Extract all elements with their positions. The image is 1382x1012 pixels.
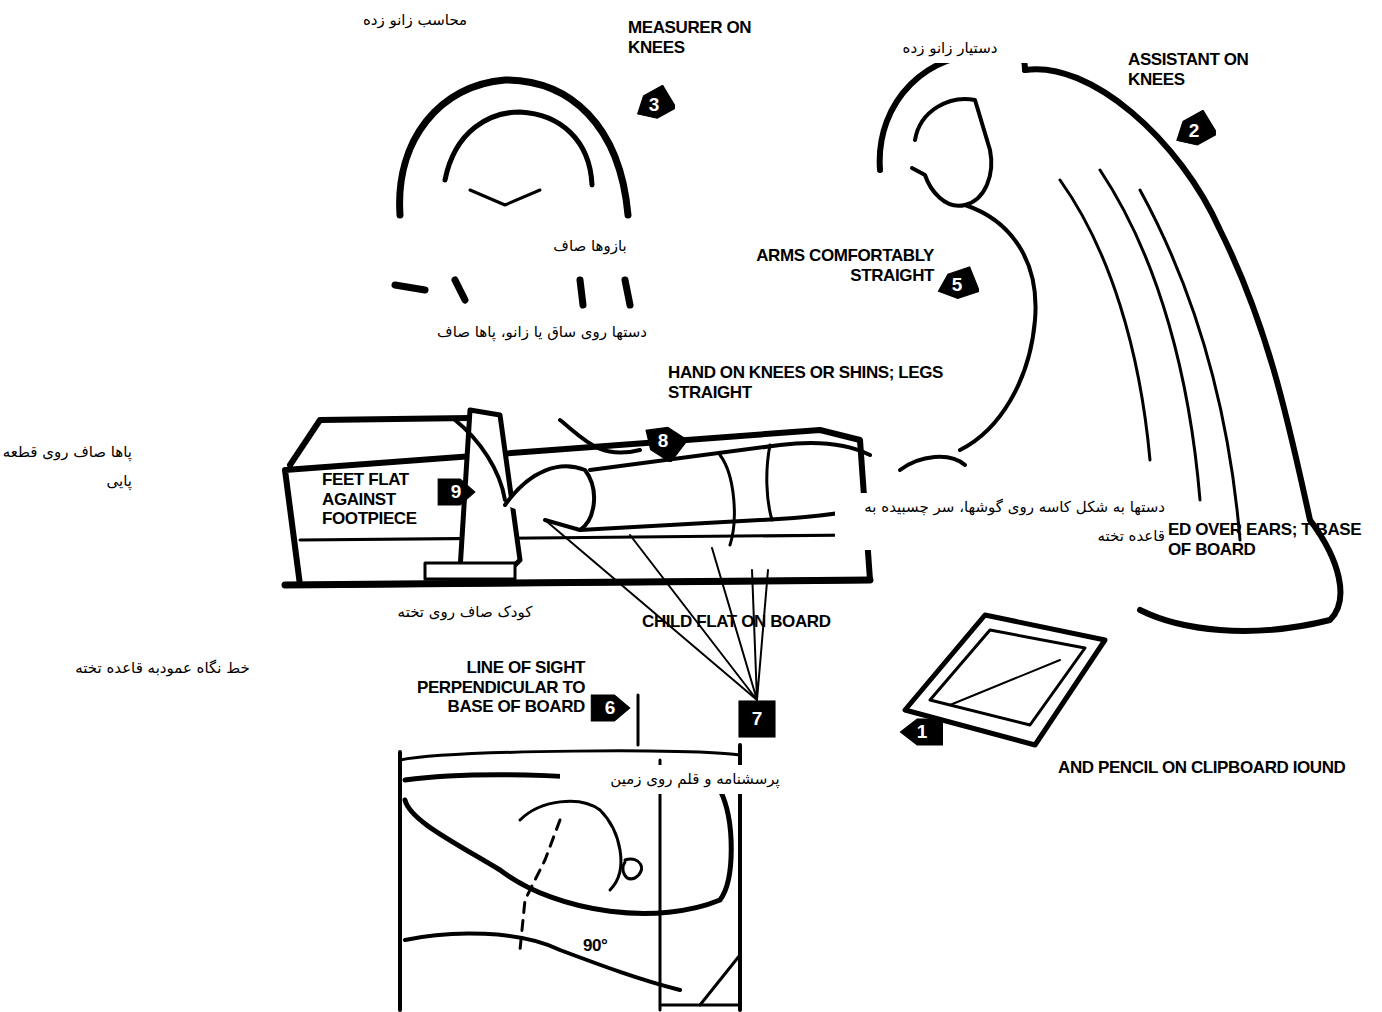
callout-number: 5 <box>935 265 979 305</box>
callout-number: 1 <box>898 712 946 752</box>
callout-fill <box>640 420 686 462</box>
callout-number: 3 <box>633 85 675 125</box>
translation-label: محاسب زانو زده <box>335 6 495 35</box>
callout-arrow: 8 <box>640 420 686 462</box>
callout-fill <box>1172 110 1216 152</box>
translation-label: دستها به شکل کاسه روی گوشها، سر چسبیده ب… <box>835 493 1165 550</box>
instruction-label: MEASURER ON KNEES <box>628 18 768 57</box>
translation-label: دستها روی ساق یا زانو، پاها صاف <box>392 318 647 347</box>
instruction-label: ASSISTANT ON KNEES <box>1128 50 1268 89</box>
callout-fill <box>633 85 675 125</box>
instruction-label: ARMS COMFORTABLY STRAIGHT <box>712 246 934 285</box>
callout-arrow: 1 <box>898 712 946 752</box>
callout-number: 9 <box>435 472 477 512</box>
callout-arrow: 3 <box>633 85 675 125</box>
translation-label: پاها صاف روی قطعه پایی <box>2 438 132 495</box>
callout-arrow: 2 <box>1172 110 1216 152</box>
instruction-label: 90° <box>583 936 643 956</box>
callout-box: 7 <box>738 700 776 738</box>
translation-label: دستیار زانو زده <box>870 34 1030 63</box>
callout-number: 2 <box>1172 110 1216 152</box>
instruction-label: FEET FLAT AGAINST FOOTPIECE <box>322 470 434 529</box>
instruction-label: AND PENCIL ON CLIPBOARD IOUND <box>1058 758 1363 778</box>
instruction-label: LINE OF SIGHT PERPENDICULAR TO BASE OF B… <box>375 658 585 717</box>
callout-number: 7 <box>738 700 776 738</box>
translation-label: کودک صاف روی تخته <box>365 598 565 627</box>
callout-arrow: 6 <box>588 688 632 728</box>
callout-fill <box>739 701 775 737</box>
callout-arrow: 9 <box>435 472 477 512</box>
translation-label: بازوها صاف <box>530 232 650 261</box>
callout-number: 6 <box>588 688 632 728</box>
translation-label: خط نگاه عمودبه قاعده تخته <box>40 654 285 683</box>
translation-label: پرسشنامه و قلم روی زمین <box>560 765 830 794</box>
callout-number: 8 <box>640 420 686 462</box>
callout-arrow: 5 <box>935 265 979 305</box>
instruction-label: CHILD FLAT ON BOARD <box>642 612 882 632</box>
instruction-label: ED OVER EARS; T BASE OF BOARD <box>1168 520 1378 559</box>
instruction-label: HAND ON KNEES OR SHINS; LEGS STRAIGHT <box>668 363 968 402</box>
